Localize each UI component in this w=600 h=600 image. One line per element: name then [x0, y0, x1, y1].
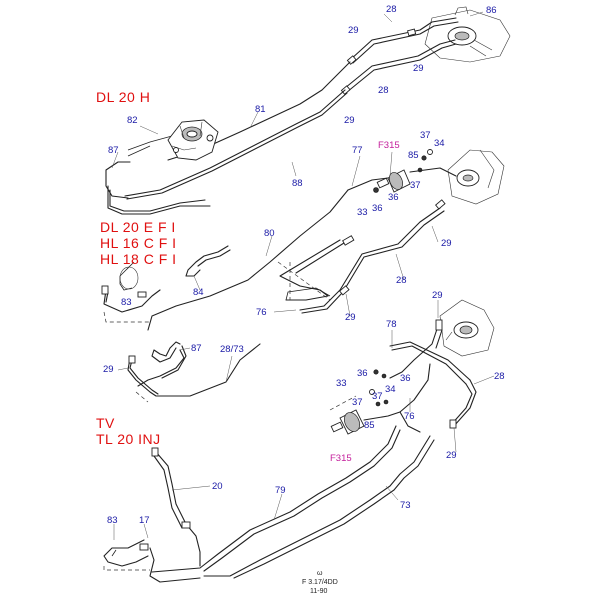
- callout-34: 34: [385, 384, 396, 395]
- callout-87: 87: [191, 343, 202, 354]
- callout-82: 82: [127, 115, 138, 126]
- callout-36: 36: [357, 368, 368, 379]
- callout-29: 29: [446, 450, 457, 461]
- variant-label-hl16cfi: HL 16 C F I: [100, 235, 177, 251]
- variant-label-tv: TV: [96, 415, 115, 431]
- callout-37: 37: [420, 130, 431, 141]
- fuel-filter-f315-lower: [330, 369, 389, 435]
- callout-78: 78: [386, 319, 397, 330]
- section-efi-cfi: [101, 149, 505, 331]
- callout-28: 28: [378, 85, 389, 96]
- callout-76: 76: [404, 411, 415, 422]
- variant-label-tl20inj: TL 20 INJ: [96, 431, 161, 447]
- callout-36: 36: [400, 373, 411, 384]
- variant-label-dl20h: DL 20 H: [96, 89, 150, 105]
- callout-86: 86: [486, 5, 497, 16]
- callout-34: 34: [434, 138, 445, 149]
- callout-85: 85: [408, 150, 419, 161]
- callout-87: 87: [108, 145, 119, 156]
- reference-date: 11-90: [310, 588, 327, 595]
- callout-f315: F315: [330, 453, 352, 464]
- section-tv-tl20inj: [103, 425, 435, 583]
- callout-88: 88: [292, 178, 303, 189]
- callout-76: 76: [256, 307, 267, 318]
- callout-36: 36: [372, 203, 383, 214]
- fuel-tank-top: [424, 6, 511, 63]
- callout-37: 37: [410, 180, 421, 191]
- callout-17: 17: [139, 515, 150, 526]
- callout-29: 29: [103, 364, 114, 375]
- reference-code: F 3.17/4DD: [302, 579, 338, 586]
- callout-85: 85: [364, 420, 375, 431]
- callout-37: 37: [372, 391, 383, 402]
- callout-79: 79: [275, 485, 286, 496]
- callout-29: 29: [345, 312, 356, 323]
- fuel-tank-lower: [439, 299, 495, 357]
- callout-28: 28: [396, 275, 407, 286]
- callout-28: 28: [494, 371, 505, 382]
- variant-label-hl18cfi: HL 18 C F I: [100, 251, 177, 267]
- callout-77: 77: [352, 145, 363, 156]
- variant-label-dl20efi: DL 20 E F I: [100, 219, 176, 235]
- callout-29: 29: [413, 63, 424, 74]
- callout-81: 81: [255, 104, 266, 115]
- carburettor: [167, 119, 219, 161]
- callout-36: 36: [388, 192, 399, 203]
- callout-84: 84: [193, 287, 204, 298]
- reference-symbol: ω: [317, 570, 323, 577]
- callout-37: 37: [352, 397, 363, 408]
- callout-29: 29: [348, 25, 359, 36]
- callout-33: 33: [357, 207, 368, 218]
- callout-80: 80: [264, 228, 275, 239]
- callout-73: 73: [400, 500, 411, 511]
- callout-83: 83: [107, 515, 118, 526]
- callout-29: 29: [344, 115, 355, 126]
- callout-29: 29: [432, 290, 443, 301]
- callout-28-73: 28/73: [220, 344, 244, 355]
- callout-83: 83: [121, 297, 132, 308]
- fuel-tank-mid: [447, 149, 505, 205]
- callout-f315: F315: [378, 140, 400, 151]
- callout-29: 29: [441, 238, 452, 249]
- fuel-filter-f315-upper: [373, 149, 433, 193]
- section-lower-mid: [117, 299, 495, 453]
- callout-28: 28: [386, 4, 397, 15]
- section-dl20h: [105, 6, 511, 215]
- callout-20: 20: [212, 481, 223, 492]
- callout-33: 33: [336, 378, 347, 389]
